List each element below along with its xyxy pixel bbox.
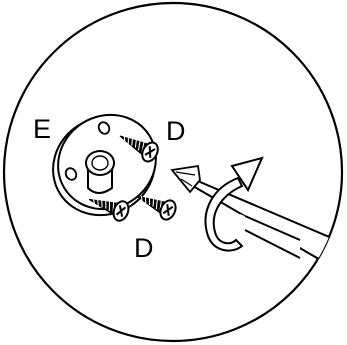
label-screw-d-bottom: D	[134, 233, 154, 263]
label-screw-d-top: D	[166, 116, 186, 146]
label-bracket-e: E	[33, 114, 51, 144]
